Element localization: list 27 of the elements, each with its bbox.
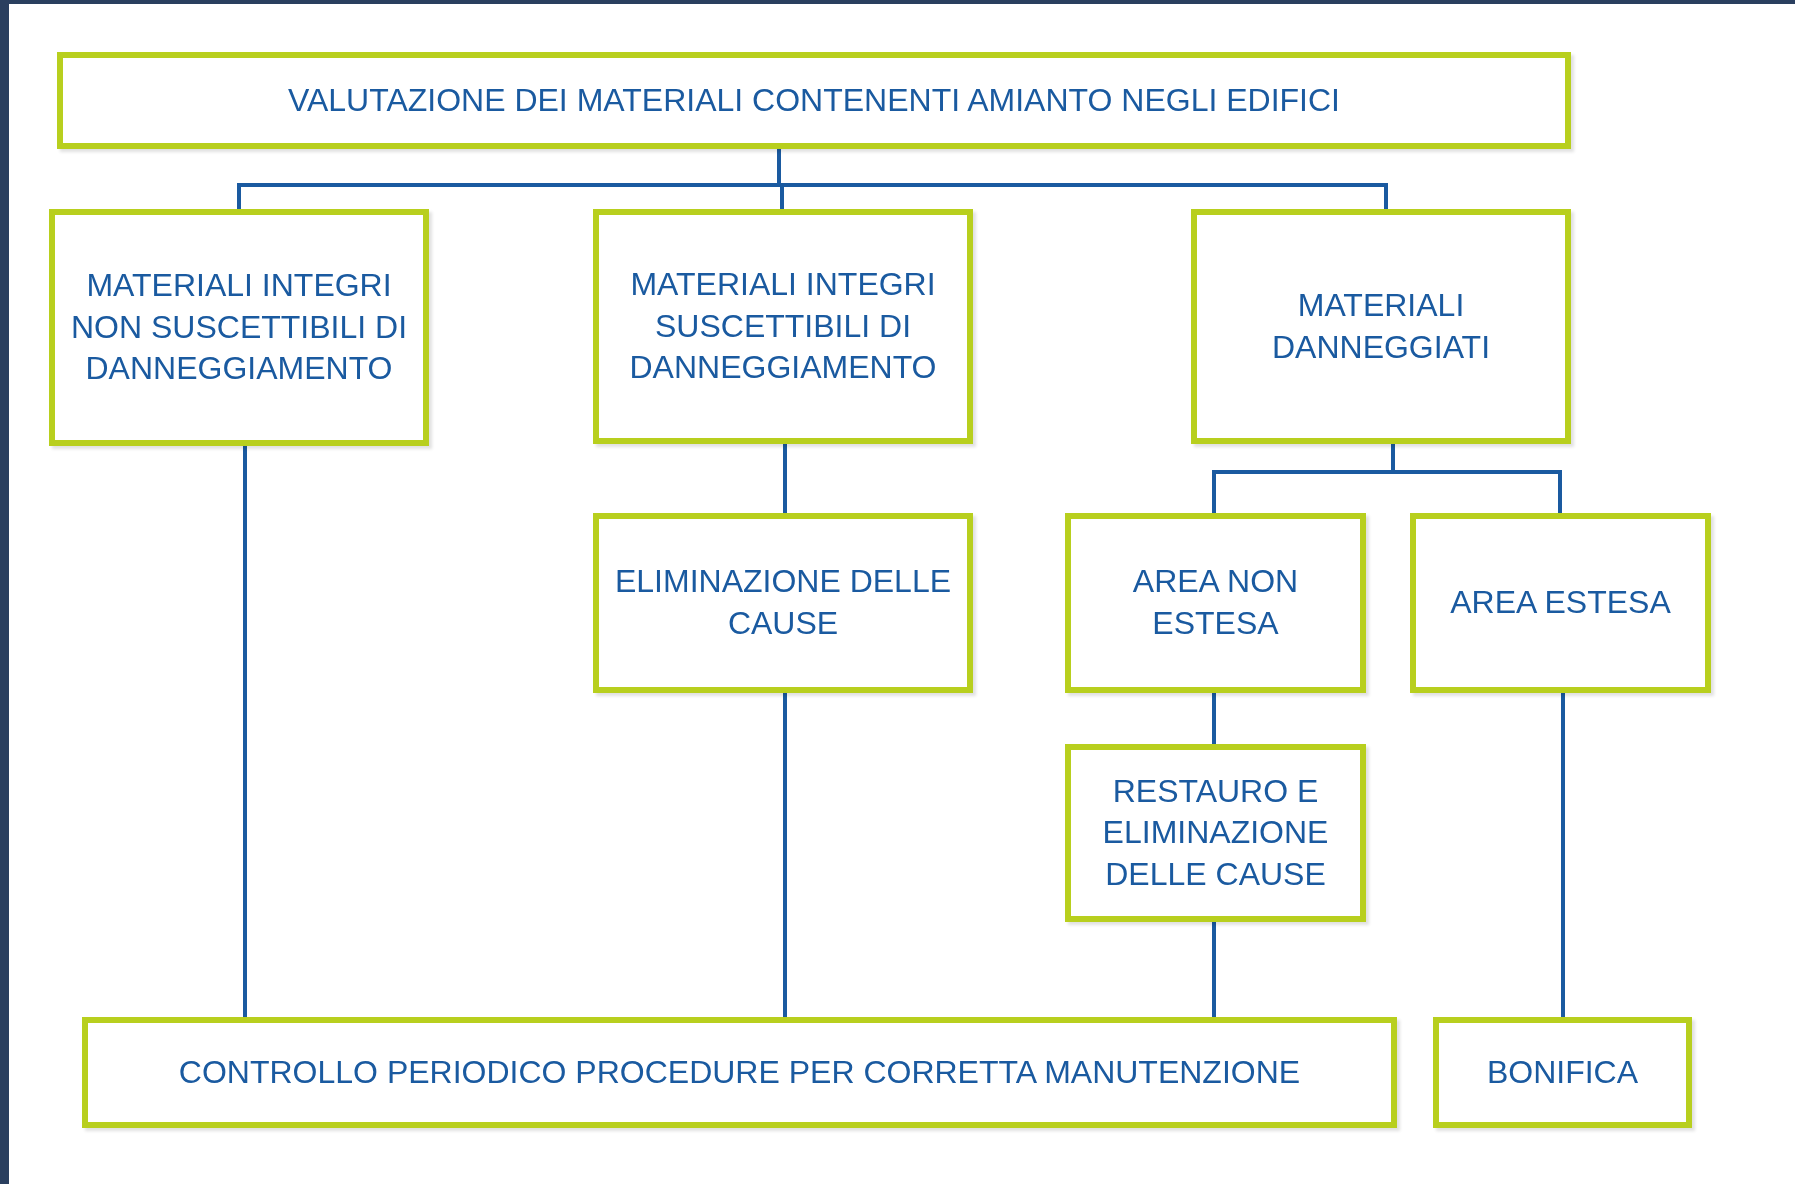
process-box	[1065, 744, 1366, 922]
process-box	[593, 209, 973, 444]
box-label: VALUTAZIONE DEI MATERIALI CONTENENTI AMIANTO NEGLI EDIFICI	[288, 80, 1340, 120]
process-box	[1410, 513, 1711, 693]
process-box	[49, 209, 429, 446]
process-box	[1433, 1017, 1692, 1128]
box-label: MATERIALI INTEGRI SUSCETTIBILI DI DANNEGGIAMENTO	[628, 265, 938, 388]
box-label: AREA NON ESTESA	[1131, 562, 1300, 643]
process-box	[57, 52, 1571, 149]
process-box	[1191, 209, 1571, 444]
box-label: RESTAURO E ELIMINAZIONE DELLE CAUSE	[1101, 771, 1330, 894]
connector-line	[1212, 693, 1216, 744]
box-label: AREA ESTESA	[1450, 583, 1671, 623]
connector-line	[1212, 922, 1216, 1017]
box-label: ELIMINAZIONE DELLE CAUSE	[613, 562, 953, 643]
box-label: MATERIALI INTEGRI NON SUSCETTIBILI DI DANNEGGIAMENTO	[69, 266, 408, 389]
connector-line	[783, 444, 787, 513]
box-label: CONTROLLO PERIODICO PROCEDURE PER CORRETTA MANUTENZIONE	[178, 1052, 1301, 1092]
connector-line	[783, 693, 787, 1017]
process-box	[82, 1017, 1397, 1128]
box-label: MATERIALI DANNEGGIATI	[1270, 285, 1492, 367]
connector-line	[1391, 444, 1562, 513]
box-label: BONIFICA	[1486, 1052, 1639, 1092]
process-box	[593, 513, 973, 693]
connector-line	[243, 446, 247, 1017]
connector-line	[1561, 693, 1565, 1017]
process-box	[1065, 513, 1366, 693]
